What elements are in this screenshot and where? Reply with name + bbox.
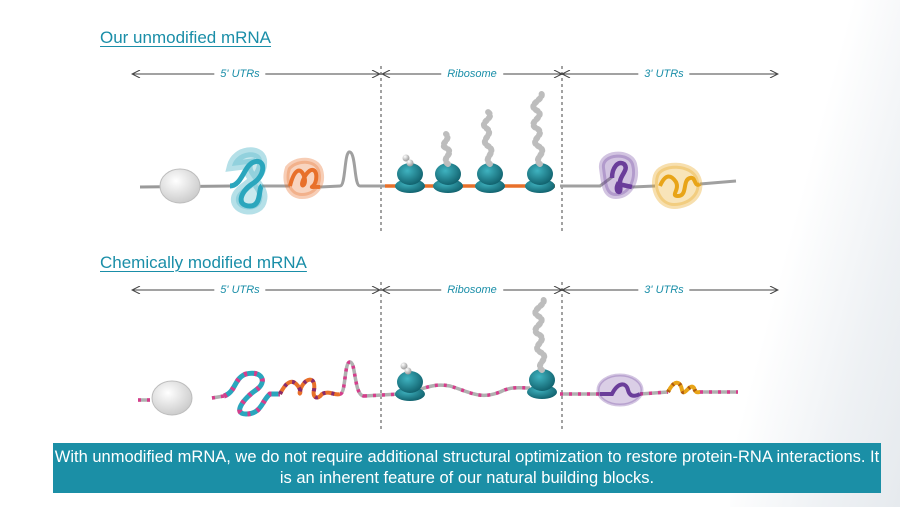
yellow-strand-modified: [666, 380, 701, 395]
ribosome-modified-2: [527, 295, 557, 399]
protein-blob-grey-2: [151, 380, 193, 416]
protein-blob-grey: [159, 168, 201, 204]
ribosome-modified-1: [395, 362, 425, 401]
label-3utr-2: 3' UTRs: [638, 284, 690, 297]
panel-modified: [132, 282, 778, 430]
ribosome-4: [525, 89, 555, 193]
panel-title-modified: Chemically modified mRNA: [100, 253, 307, 272]
ribosome-3: [475, 109, 505, 193]
label-ribosome-2: Ribosome: [441, 284, 503, 297]
label-5utr-2: 5' UTRs: [214, 284, 266, 297]
panel-title-unmodified: Our unmodified mRNA: [100, 28, 272, 47]
modification-marks: [138, 383, 738, 402]
ribosome-2: [433, 131, 463, 193]
purple-fold: [609, 160, 633, 195]
purple-strand-modified: [600, 382, 641, 398]
panel-unmodified: [132, 66, 778, 232]
yellow-fold: [658, 174, 702, 199]
ribosome-1: [395, 154, 425, 193]
teal-fold: [229, 158, 266, 209]
label-ribosome: Ribosome: [441, 68, 503, 81]
label-5utr: 5' UTRs: [214, 68, 266, 81]
label-3utr: 3' UTRs: [638, 68, 690, 81]
background-corner-shade: [730, 0, 900, 507]
caption-box: With unmodified mRNA, we do not require …: [53, 443, 881, 493]
orange-strand-modified: [278, 377, 341, 400]
orange-fold: [288, 168, 321, 189]
purple-fold-shadow-2: [596, 373, 644, 407]
